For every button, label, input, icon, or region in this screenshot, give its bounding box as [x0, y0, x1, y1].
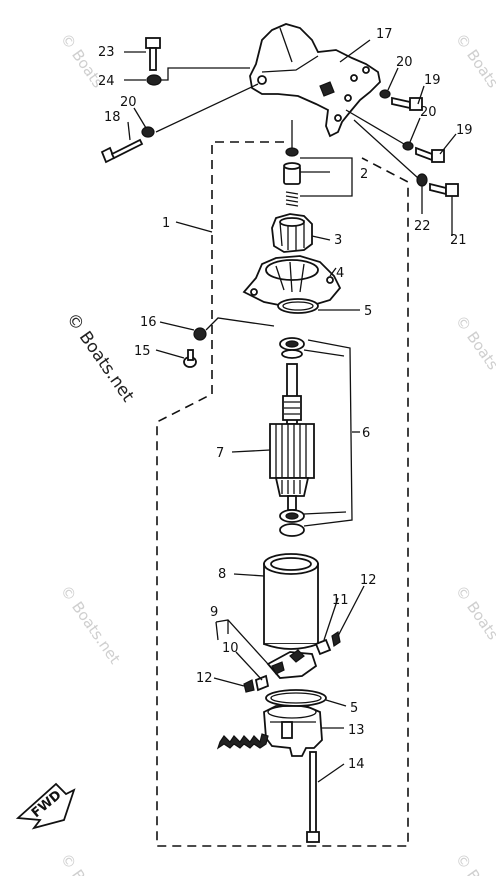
callout-2: 2: [360, 167, 368, 182]
callout-15: 15: [134, 344, 151, 359]
part-pinion-gear-3: [271, 213, 313, 253]
callout-14: 14: [348, 757, 365, 772]
watermark-center-dark: © Boats.net: [62, 309, 138, 406]
part-washer-20-left: [141, 126, 155, 138]
part-through-bolt-14: [306, 751, 320, 843]
part-bolt-19-mid: [415, 146, 445, 163]
part-washer-set-6-upper: [279, 337, 305, 359]
watermark-top-right: © Boats: [452, 30, 496, 91]
callout-9: 9: [210, 605, 218, 620]
watermark-mid-right: © Boats: [452, 312, 496, 373]
callout-23: 23: [98, 45, 115, 60]
callout-17: 17: [376, 27, 393, 42]
part-brush-10: [254, 674, 270, 692]
watermark-lower-right: © Boats: [452, 582, 496, 643]
part-spring-2: [285, 191, 299, 207]
callout-12-lower: 12: [196, 671, 213, 686]
fwd-direction-marker: FWD: [15, 782, 76, 830]
part-grommet-16: [193, 327, 207, 341]
watermark-bottom-left: © Boats: [57, 850, 107, 876]
callout-5-lower: 5: [350, 701, 358, 716]
callout-13: 13: [348, 723, 365, 738]
part-washer-set-6-lower: [279, 509, 305, 537]
callout-5-upper: 5: [364, 304, 372, 319]
callout-10: 10: [222, 641, 239, 656]
part-washer-20-top: [379, 89, 391, 99]
callout-6: 6: [362, 426, 370, 441]
bracket-6: [303, 339, 353, 527]
part-clip-2: [285, 147, 299, 157]
part-bolt-23: [145, 37, 161, 71]
leader-lines: [124, 39, 457, 783]
callout-24: 24: [98, 74, 115, 89]
part-screw-15: [183, 349, 197, 368]
callout-12-upper: 12: [360, 573, 377, 588]
callout-20-top: 20: [396, 55, 413, 70]
part-brush-holder-9: [266, 649, 318, 679]
callout-11: 11: [332, 593, 349, 608]
part-armature-7: [269, 363, 315, 511]
part-washer-20-mid: [402, 141, 414, 151]
assembly-boundary: [156, 141, 409, 847]
callout-18: 18: [104, 110, 121, 125]
part-lower-housing-13: [216, 705, 323, 757]
part-upper-housing-4: [242, 255, 342, 307]
alignment-line-18: [155, 83, 259, 133]
part-brush-11: [314, 638, 332, 656]
part-washer-22: [416, 173, 428, 187]
part-bolt-18: [100, 138, 144, 164]
callout-16: 16: [140, 315, 157, 330]
callout-19-top: 19: [424, 73, 441, 88]
bracket-2: [300, 157, 353, 197]
callout-8: 8: [218, 567, 226, 582]
part-yoke-8: [263, 553, 319, 650]
callout-22: 22: [414, 219, 431, 234]
callout-3: 3: [334, 233, 342, 248]
watermark-bottom-right: © Boats: [452, 850, 496, 876]
part-stopper-2: [283, 162, 301, 185]
callout-7: 7: [216, 446, 224, 461]
callout-20-left: 20: [120, 95, 137, 110]
part-spring-12-lower: [243, 679, 255, 693]
watermark-lower-left: © Boats.net: [57, 582, 124, 667]
part-o-ring-5-lower: [265, 689, 327, 707]
callout-21: 21: [450, 233, 467, 248]
alignment-line-24: [160, 67, 250, 81]
part-washer-24: [146, 74, 162, 86]
part-bolt-19-top: [391, 96, 423, 111]
callout-19-mid: 19: [456, 123, 473, 138]
callout-1: 1: [162, 216, 170, 231]
callout-labels: 23 24 20 18 17 20 19 20 19 2 22 21 1 3 4…: [98, 27, 473, 772]
part-bracket-17: [249, 23, 381, 138]
callout-4: 4: [336, 266, 344, 281]
part-o-ring-5-upper: [277, 298, 319, 314]
callout-20-mid: 20: [420, 105, 437, 120]
part-bolt-21: [429, 182, 459, 197]
